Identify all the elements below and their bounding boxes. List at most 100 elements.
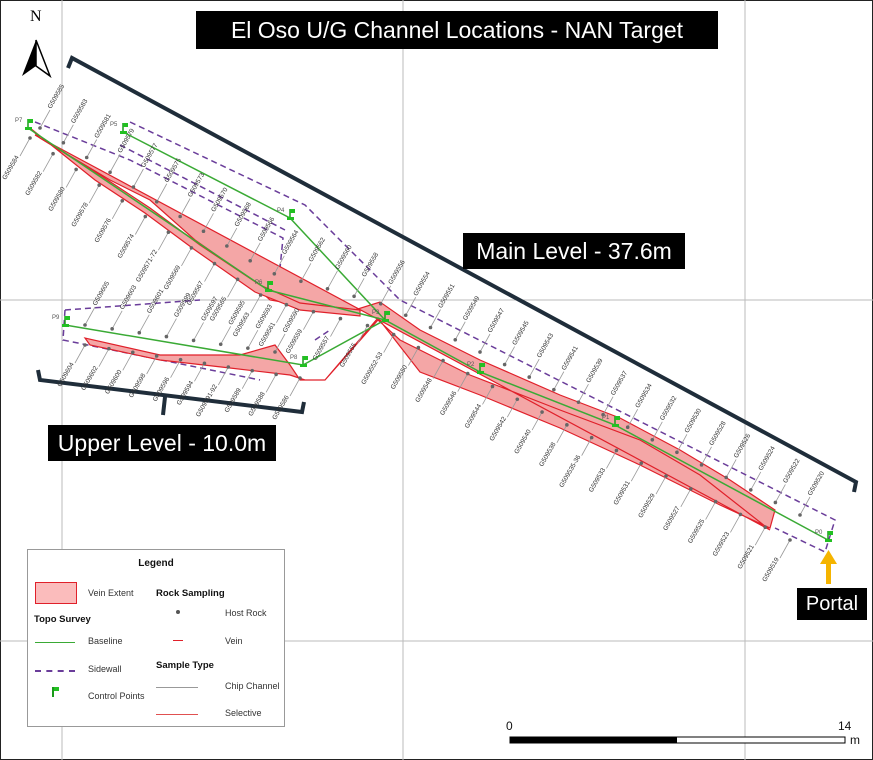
sample-label: G509531 xyxy=(613,479,633,506)
sample-label: G509582 xyxy=(24,170,44,197)
sample-g509601: G509601 xyxy=(137,288,166,335)
sample-g509527: G509527 xyxy=(662,487,693,532)
sample-g509554: G509554 xyxy=(403,270,432,318)
sample-g509519: G509519 xyxy=(761,538,792,583)
sample-label: G509574 xyxy=(117,233,137,260)
sample-label: G509584 xyxy=(1,154,21,181)
sample-label: G509571-72 xyxy=(135,248,159,283)
sample-g509599: G509599 xyxy=(164,292,193,339)
sample-g509533: G509533 xyxy=(588,448,619,494)
legend-vein-extent: Vein Extent xyxy=(88,588,134,598)
control-point-p9: P9 xyxy=(52,315,70,327)
sample-label: G509544 xyxy=(464,403,484,430)
sample-label: G509575 xyxy=(163,157,183,184)
upper-level-bracket xyxy=(36,369,306,416)
north-arrow-icon xyxy=(22,39,52,79)
sample-label: G509541 xyxy=(561,345,581,372)
sample-g509573: G509573 xyxy=(178,172,206,219)
sample-label: G509524 xyxy=(757,445,777,472)
sample-label: G509529 xyxy=(637,492,657,519)
sample-g509605: G509605 xyxy=(83,280,111,327)
sample-label: G509589 xyxy=(224,387,244,414)
sample-g509535-36: G509535-36 xyxy=(558,435,594,489)
legend-baseline: Baseline xyxy=(88,636,123,646)
sample-label: G509538 xyxy=(538,441,558,468)
sample-label: G509537 xyxy=(610,370,630,397)
sample-g509522: G509522 xyxy=(773,457,802,505)
sample-g509588: G509588 xyxy=(247,372,278,417)
host-rock-dot-icon xyxy=(176,610,180,614)
sample-g509586: G509586 xyxy=(271,376,302,421)
sample-label: G509545 xyxy=(511,320,531,347)
sample-g509574: G509574 xyxy=(117,214,148,260)
sample-label: G509526 xyxy=(733,432,753,459)
sample-g509575: G509575 xyxy=(154,157,183,204)
sample-label: G509605 xyxy=(92,280,112,307)
legend-host-rock: Host Rock xyxy=(225,608,267,618)
map-title: El Oso U/G Channel Locations - NAN Targe… xyxy=(196,11,718,49)
sample-label: G509539 xyxy=(585,357,605,384)
legend-topo-survey: Topo Survey xyxy=(34,614,91,625)
sample-label: G509520 xyxy=(807,470,827,497)
sample-label: G509594 xyxy=(176,380,196,407)
sample-label: G509552-53 xyxy=(360,351,384,386)
portal-label: Portal xyxy=(797,588,867,620)
sample-g509538: G509538 xyxy=(538,423,569,468)
sample-g509523: G509523 xyxy=(712,512,743,558)
sample-label: G509547 xyxy=(487,307,507,334)
sample-label: G509560 xyxy=(334,244,354,271)
sample-label: G509542 xyxy=(489,415,509,442)
sample-g509534: G509534 xyxy=(625,382,654,430)
sample-label: G509598 xyxy=(128,372,148,399)
sample-label: G509530 xyxy=(684,407,704,434)
sample-label: G509522 xyxy=(782,457,802,484)
legend: Legend Vein Extent Topo Survey Baseline … xyxy=(27,549,285,727)
sample-label: G509601 xyxy=(146,288,166,315)
sample-label: G509585 xyxy=(47,83,67,110)
control-point-p4: P4 xyxy=(277,208,295,220)
legend-rock-sampling: Rock Sampling xyxy=(156,588,225,599)
sample-g509540: G509540 xyxy=(513,410,544,455)
scale-end: 14 xyxy=(838,719,852,733)
sample-label: G509596 xyxy=(152,376,172,403)
sample-label: G509519 xyxy=(761,556,781,583)
sample-label: G509523 xyxy=(712,531,732,558)
control-point-p8: P8 xyxy=(290,355,308,367)
sample-g509521: G509521 xyxy=(737,525,768,570)
sample-label: G509543 xyxy=(536,332,556,359)
sample-g509570: G509570 xyxy=(201,186,230,234)
sample-label: G509569 xyxy=(163,264,183,291)
sample-label: G509555 xyxy=(339,342,359,369)
baseline-swatch xyxy=(35,642,75,643)
sample-label: G509525 xyxy=(687,518,707,545)
control-point-label: P2 xyxy=(467,362,475,368)
sample-g509558: G509558 xyxy=(352,251,380,299)
control-point-label: P7 xyxy=(15,118,23,124)
legend-sidewall: Sidewall xyxy=(88,664,122,674)
sample-label: G509573 xyxy=(187,172,207,199)
sample-label: G509578 xyxy=(70,201,90,228)
selective-swatch xyxy=(156,714,198,715)
control-point-p3: P3 xyxy=(372,310,390,322)
sample-g509531: G509531 xyxy=(613,461,644,506)
sample-label: G509540 xyxy=(513,428,533,455)
north-label: N xyxy=(30,8,42,25)
sample-g509528: G509528 xyxy=(699,420,728,467)
sample-g509576: G509576 xyxy=(94,198,125,244)
sample-g509525: G509525 xyxy=(687,499,718,545)
sample-g509584: G509584 xyxy=(1,136,32,181)
control-point-label: P0 xyxy=(815,530,823,536)
sample-label: G509546 xyxy=(439,390,459,417)
sample-g509560: G509560 xyxy=(325,244,354,291)
sample-g509580: G509580 xyxy=(47,167,78,213)
portal-arrow-icon xyxy=(820,550,837,584)
legend-control-points: Control Points xyxy=(88,691,145,701)
control-point-flag-icon xyxy=(52,687,60,697)
sample-label: G509576 xyxy=(94,217,114,244)
sample-g509577: G509577 xyxy=(131,142,160,189)
sample-g509545: G509545 xyxy=(502,320,531,367)
sample-label: G509557 xyxy=(312,335,332,362)
sample-g509604: G509604 xyxy=(56,343,87,388)
sample-g509551: G509551 xyxy=(428,283,457,330)
